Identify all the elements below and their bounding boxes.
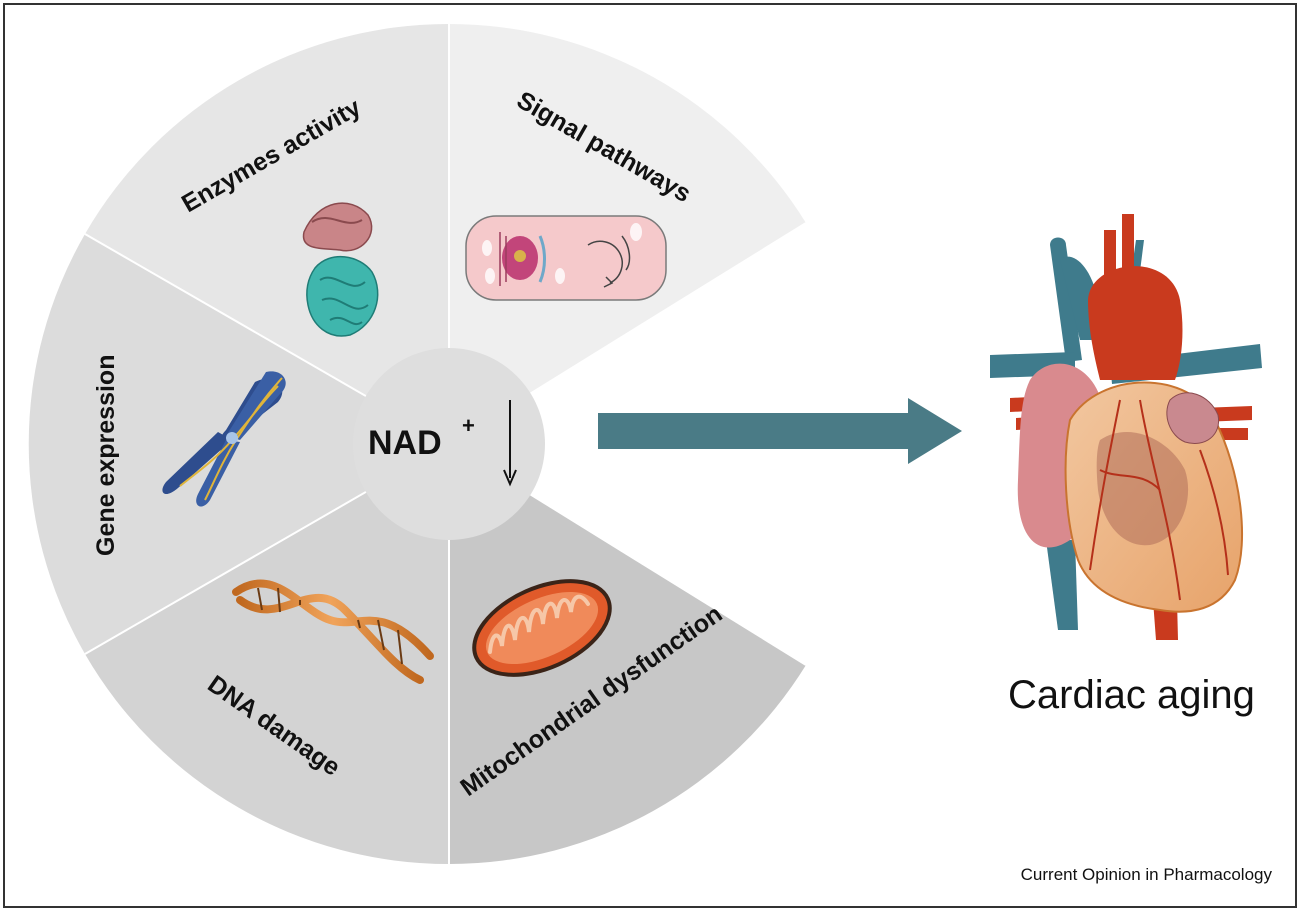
label-gene-expression: Gene expression bbox=[92, 355, 120, 556]
cell-signaling-icon bbox=[465, 215, 667, 301]
dna-helix-icon bbox=[232, 579, 434, 684]
arrow-right-icon bbox=[598, 398, 962, 464]
cardiac-aging-label: Cardiac aging bbox=[1008, 673, 1255, 717]
mitochondrion-icon bbox=[472, 579, 612, 677]
heart-icon bbox=[990, 214, 1262, 640]
nad-superscript: + bbox=[462, 413, 475, 438]
figure-frame bbox=[3, 3, 1297, 908]
journal-credit: Current Opinion in Pharmacology bbox=[1021, 865, 1273, 884]
protein-structure-icon bbox=[302, 202, 379, 337]
down-arrow-icon bbox=[503, 400, 517, 487]
segment-enzymes-activity bbox=[85, 23, 449, 445]
nad-label: NAD bbox=[368, 424, 442, 462]
chromosome-icon bbox=[162, 371, 286, 507]
center-hub bbox=[353, 348, 545, 540]
segment-mitochondrial-dysfunction bbox=[449, 444, 806, 864]
segment-dna-damage bbox=[85, 444, 449, 865]
